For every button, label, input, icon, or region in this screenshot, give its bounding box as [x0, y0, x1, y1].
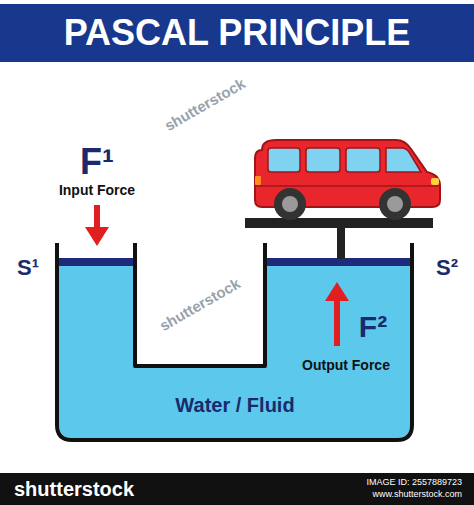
area-symbol: S¹: [17, 256, 39, 280]
small-piston: [59, 258, 133, 266]
watermark: shutterstock: [157, 275, 243, 334]
footer-bar: [0, 473, 474, 505]
container: [57, 243, 412, 440]
platform: [245, 218, 433, 228]
large-piston: [267, 258, 410, 266]
fluid-label: Water / Fluid: [175, 394, 294, 416]
watermark: shutterstock: [162, 75, 248, 134]
input-arrow: [85, 205, 109, 246]
output-arrow: [325, 282, 349, 346]
force-symbol: F²: [359, 310, 387, 343]
van: [255, 140, 440, 220]
force-symbol: F¹: [80, 142, 114, 182]
force-label: Input Force: [59, 183, 135, 198]
piston-rod: [337, 226, 345, 259]
title-banner: [0, 4, 474, 62]
title: PASCAL PRINCIPLE: [64, 13, 411, 53]
fluid: [59, 262, 410, 438]
watermark: shutterstock: [14, 478, 134, 500]
image-id: IMAGE ID: 2557889723: [366, 478, 462, 488]
watermark-url: www.shutterstock.com: [372, 490, 462, 500]
force-label: Output Force: [302, 358, 390, 373]
area-symbol: S²: [436, 256, 458, 280]
